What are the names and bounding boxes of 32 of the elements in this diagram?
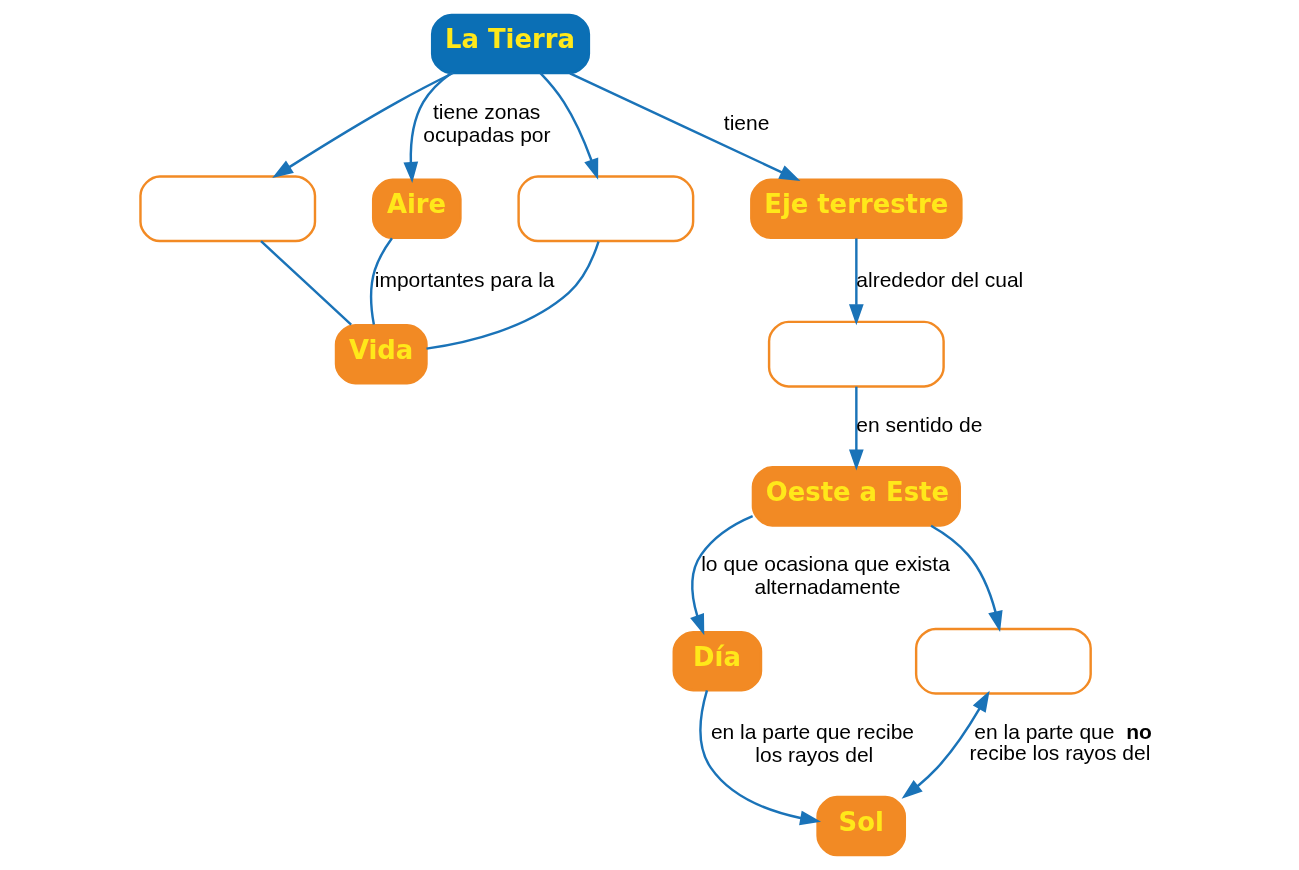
node-box xyxy=(767,320,945,388)
node-box: Eje terrestre xyxy=(750,178,963,240)
connector xyxy=(426,241,600,350)
node-box xyxy=(139,175,317,243)
edge-label: en la parte que no recibe los rayos del xyxy=(969,720,1152,765)
node-box: La Tierra xyxy=(430,13,591,75)
arrow xyxy=(849,238,864,326)
node-box xyxy=(914,627,1092,695)
connector xyxy=(369,237,393,325)
node-box: Día xyxy=(672,630,763,692)
node-box: Sol xyxy=(816,795,907,857)
edge-label: en sentido de xyxy=(856,413,983,437)
node-box: Vida xyxy=(334,323,428,385)
arrow xyxy=(930,524,1003,633)
edge-label: tiene zonas ocupadas por xyxy=(423,99,551,146)
arrow xyxy=(690,515,754,636)
arrow xyxy=(569,72,801,181)
edge-label: importantes para la xyxy=(374,267,555,291)
edge-label: lo que ocasiona que exista alternadamente xyxy=(701,552,950,599)
arrow xyxy=(699,690,822,826)
arrow xyxy=(403,72,452,183)
edge-label: alrededor del cual xyxy=(856,267,1024,291)
node-box: Oeste a Este xyxy=(751,466,961,527)
edge-label: en la parte que recibe los rayos del xyxy=(710,720,915,767)
arrow xyxy=(849,386,864,471)
connector xyxy=(260,240,352,326)
edge-label: tiene xyxy=(723,111,770,135)
arrow xyxy=(901,690,990,799)
arrow xyxy=(272,71,454,179)
node-box xyxy=(517,175,695,243)
node-box: Aire xyxy=(371,178,462,240)
arrow xyxy=(539,72,599,180)
